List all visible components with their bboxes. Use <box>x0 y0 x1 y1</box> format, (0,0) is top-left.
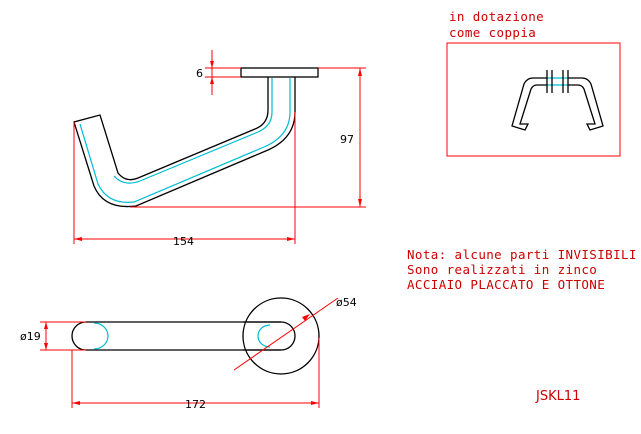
note-line1: Nota: alcune parti INVISIBILI <box>407 247 637 262</box>
dim-172-arrow-right <box>311 401 319 405</box>
dim-19-label: ø19 <box>20 330 41 343</box>
hidden-edge-left <box>93 322 109 350</box>
hidden-edge-inner <box>79 78 291 203</box>
pair-box: in dotazione come coppia <box>446 9 621 157</box>
part-code: JSKL11 <box>535 389 580 404</box>
note-line3: ACCIAIO PLACCATO E OTTONE <box>407 277 605 292</box>
rose-plate <box>240 67 319 78</box>
dim-154-arrow-right <box>287 237 295 241</box>
dim-19-arrow-top <box>44 322 48 329</box>
dim-54-label: ø54 <box>336 296 357 309</box>
dim-54-arrow <box>302 314 310 321</box>
hidden-edge-right <box>257 324 271 348</box>
handle-outline <box>73 77 296 208</box>
supply-note-line1: in dotazione <box>449 9 544 24</box>
dim-6-arrow-top <box>210 61 214 68</box>
pair-frame <box>446 42 621 157</box>
note-line2: Sono realizzati in zinco <box>407 262 597 277</box>
dim-172-label: 172 <box>185 398 206 411</box>
dim-54-line <box>233 297 339 371</box>
dim-97-arrow-bottom <box>358 199 362 207</box>
dim-6-arrow-bottom <box>210 77 214 84</box>
dim-154-label: 154 <box>173 235 194 248</box>
top-view: ø19 ø54 172 <box>20 296 357 411</box>
dim-6-label: 6 <box>196 67 203 80</box>
dim-97-label: 97 <box>340 133 354 146</box>
dim-97-arrow-top <box>358 68 362 76</box>
handle-pair-icon <box>511 70 604 131</box>
rose-circle <box>242 297 320 375</box>
material-note: Nota: alcune parti INVISIBILI Sono reali… <box>407 247 637 292</box>
hidden-edge-outer <box>113 78 273 184</box>
dim-19-arrow-bottom <box>44 343 48 350</box>
side-view: 6 97 154 <box>73 50 366 248</box>
dim-154-arrow-left <box>74 237 82 241</box>
supply-note-line2: come coppia <box>449 25 536 40</box>
dim-172-arrow-left <box>72 401 80 405</box>
bar-mask <box>247 323 281 349</box>
